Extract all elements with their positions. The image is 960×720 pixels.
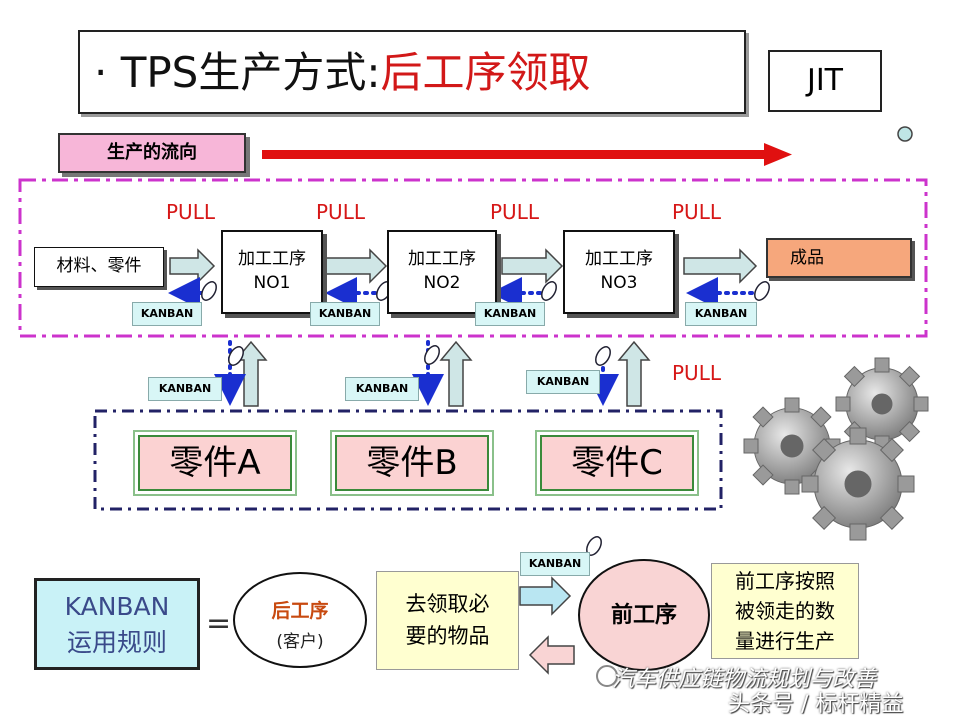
title-prefix: · TPS生产方式: <box>94 48 381 97</box>
fetch-line1: 去领取必 <box>405 592 490 616</box>
kanban-rule-box: KANBAN 运用规则 <box>34 578 200 670</box>
produce-line1: 前工序按照 <box>735 569 835 593</box>
rule-line1: KANBAN <box>64 592 170 621</box>
previous-process-ellipse: 前工序 <box>578 559 710 671</box>
kanban-card: KANBAN <box>132 302 202 326</box>
process-no1: 加工工序 NO1 <box>221 230 323 314</box>
process-no3-title: 加工工序 <box>585 249 653 269</box>
kanban-card: KANBAN <box>685 302 757 326</box>
rule-line2: 运用规则 <box>66 628 167 657</box>
customer-subtitle: (客户) <box>276 632 324 652</box>
customer-title: 后工序 <box>271 600 329 622</box>
jit-badge: JIT <box>768 50 882 112</box>
decorative-dot <box>897 126 913 142</box>
process-no2-title: 加工工序 <box>408 249 476 269</box>
produce-line2: 被领走的数 <box>735 599 835 623</box>
kanban-card: KANBAN <box>148 377 222 401</box>
pull-label: PULL <box>672 361 721 385</box>
process-frame <box>18 178 928 338</box>
materials-box: 材料、零件 <box>34 247 164 287</box>
pull-label: PULL <box>490 200 539 224</box>
pull-label: PULL <box>316 200 365 224</box>
part-c: 零件C <box>540 435 694 491</box>
flow-direction-label: 生产的流向 <box>58 133 246 173</box>
parts-frame <box>93 409 723 511</box>
produce-line3: 量进行生产 <box>735 629 835 653</box>
title-box <box>78 30 746 114</box>
finished-goods-box: 成品 <box>766 238 912 278</box>
process-no3-number: NO3 <box>600 273 638 293</box>
equals-sign: = <box>206 606 232 641</box>
kanban-card: KANBAN <box>345 377 419 401</box>
part-a: 零件A <box>138 435 292 491</box>
watermark-logo-icon <box>596 665 618 687</box>
watermark-line2: 头条号 / 标杆精益 <box>728 692 904 717</box>
process-no1-number: NO1 <box>253 273 291 293</box>
customer-ellipse: 后工序 (客户) <box>233 572 367 668</box>
part-b: 零件B <box>335 435 489 491</box>
process-arrows <box>169 248 758 675</box>
pull-label: PULL <box>672 200 721 224</box>
fetch-items-box: 去领取必 要的物品 <box>376 571 519 670</box>
gears-icon <box>743 357 929 541</box>
produce-rule-box: 前工序按照 被领走的数 量进行生产 <box>711 563 859 659</box>
kanban-card: KANBAN <box>310 302 380 326</box>
process-no1-title: 加工工序 <box>238 249 306 269</box>
title-accent: 后工序领取 <box>380 48 591 97</box>
flow-arrow <box>262 143 792 166</box>
watermark-line1: 汽车供应链物流规划与改善 <box>612 667 877 692</box>
process-no3: 加工工序 NO3 <box>563 230 675 314</box>
page-title: · TPS生产方式:后工序领取 <box>94 38 591 108</box>
kanban-card: KANBAN <box>520 552 590 576</box>
fetch-line2: 要的物品 <box>405 624 490 648</box>
kanban-card: KANBAN <box>475 302 545 326</box>
kanban-card: KANBAN <box>526 370 600 394</box>
process-no2-number: NO2 <box>423 273 461 293</box>
process-no2: 加工工序 NO2 <box>387 230 497 314</box>
pull-label: PULL <box>166 200 215 224</box>
